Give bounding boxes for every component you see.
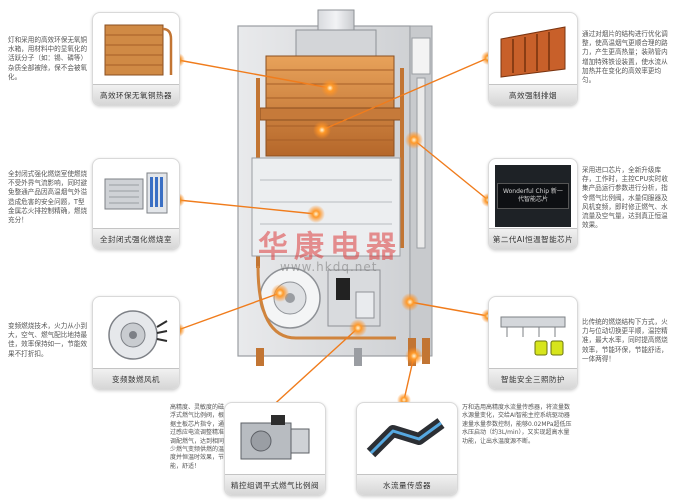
- feature-title: 变频鼓燃风机: [93, 368, 179, 389]
- feature-title: 水流量传感器: [357, 474, 457, 495]
- water-servo-thumbnail: [366, 418, 445, 458]
- watermark-brand: 华康电器: [258, 230, 402, 265]
- gas-valve-thumbnail: [240, 415, 310, 460]
- feature-description: 万和选用高精度水流量传感器，将流量数水源量变化，交给AI智能主控系统驱动器速量水…: [462, 404, 572, 445]
- smoke-hood-thumbnail: [500, 26, 566, 78]
- feature-description: 采用进口芯片，全新升级库存，工作时，主控CPU实时收集产品运行参数进行分析，指令…: [582, 166, 668, 230]
- chip-label: Wonderful Chip 新一代智能芯片: [497, 183, 569, 209]
- feature-description: 比传统的燃烧结构下方式，火力与位动切换更平顺，温控精准，最大水率，同时提高燃烧效…: [582, 318, 668, 363]
- water-heater-cutaway: [236, 8, 442, 370]
- feature-title: 精控组调平式燃气比例阀: [225, 474, 325, 495]
- feature-title: 全封闭式强化燃烧室: [93, 228, 179, 249]
- feature-title: 智能安全三照防护: [489, 368, 577, 389]
- burner-thumbnail: [104, 172, 168, 214]
- watermark-url: www.hkdq.net: [280, 260, 378, 274]
- feature-title: 高效强制排烟: [489, 84, 577, 105]
- feature-description: 高精度、灵敏度的磁浮式燃气比例阀，根据主板芯片指令，通过感应电流调整精准调配燃气…: [170, 404, 225, 470]
- feature-card-water-servo: 水流量传感器: [356, 402, 458, 496]
- feature-description: 全封闭式强化燃烧室使燃烧不受外界气流影响，同时避免整通产品因高温烟气外溢造成危害…: [8, 170, 88, 225]
- feature-card-chip: Wonderful Chip 新一代智能芯片 第二代AI恒温智能芯片: [488, 158, 578, 250]
- feature-card-fan: 变频鼓燃风机: [92, 296, 180, 390]
- feature-card-heat-exchanger: 高效环保无氧铜热器: [92, 12, 180, 106]
- feature-description: 变频燃烧技术，火力从小到大，空气、燃气配比地持最佳，效率保持如一，节能效果不打折…: [8, 322, 88, 358]
- chip-thumbnail: Wonderful Chip 新一代智能芯片: [495, 165, 571, 227]
- feature-title: 高效环保无氧铜热器: [93, 84, 179, 105]
- feature-description: 灯和采用的高效环保无氧铜水箱，用材料中的显氧化的活跃分子（如：锡、磷等）杂质全部…: [8, 36, 88, 81]
- heat-exchanger-thumbnail: [104, 24, 173, 76]
- feature-card-burner: 全封闭式强化燃烧室: [92, 158, 180, 250]
- feature-card-smoke-hood: 高效强制排烟: [488, 12, 578, 106]
- feature-description: 通过对烟片的结构进行优化调整，使高温烟气更顺合理的路力，产生更高热量；装熟管内增…: [582, 30, 668, 85]
- feature-card-gas-valve: 精控组调平式燃气比例阀: [224, 402, 326, 496]
- electrodes-thumbnail: [500, 316, 566, 356]
- feature-card-electrodes: 智能安全三照防护: [488, 296, 578, 390]
- feature-title: 第二代AI恒温智能芯片: [489, 228, 577, 249]
- water-heater-illustration: [237, 9, 433, 366]
- fan-thumbnail: [108, 310, 168, 360]
